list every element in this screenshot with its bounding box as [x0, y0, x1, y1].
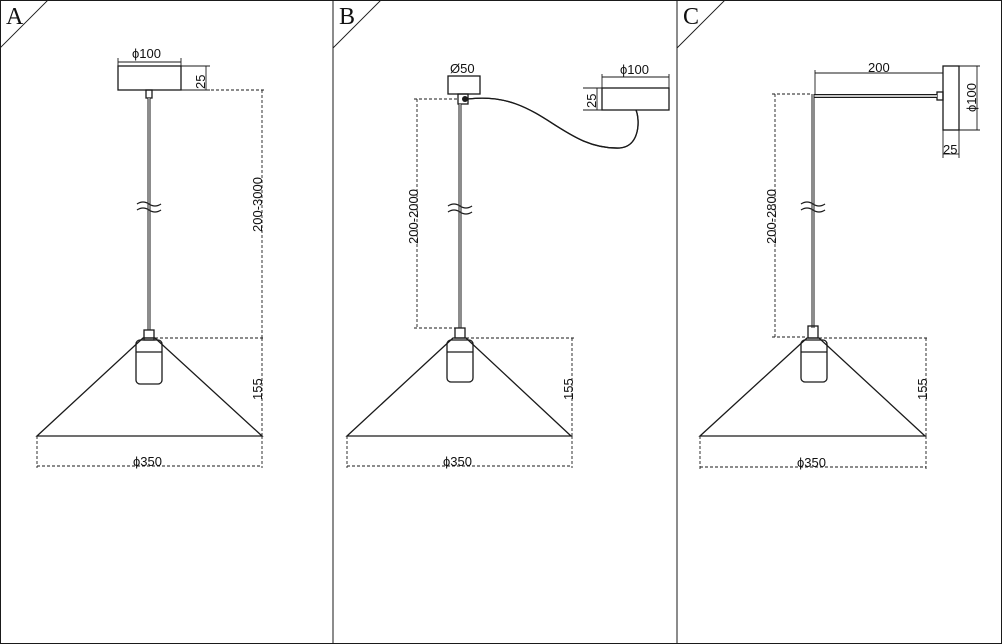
- dim-shade-dia: ϕ350: [797, 455, 826, 470]
- dim-canopy-height: 25: [584, 94, 599, 108]
- dim-cable-length: 200-3000: [250, 177, 265, 232]
- cone-shade: [35, 337, 264, 437]
- dim-canopy-dia: ϕ100: [620, 62, 649, 77]
- panel-letter-c: C: [683, 4, 699, 30]
- dim-canopy-height: 25: [193, 75, 208, 89]
- dim-arm-length: 200: [868, 60, 890, 75]
- panel-b: B Ø50 ϕ100 25 200-2000: [332, 0, 670, 469]
- dim-shade-dia: ϕ350: [443, 454, 472, 469]
- corner-tag-line: [676, 0, 726, 49]
- dim-shade-height: 155: [561, 378, 576, 400]
- dim-canopy-dia: ϕ100: [132, 46, 161, 61]
- dim-shade-height: 155: [250, 378, 265, 400]
- dim-shade-dia: ϕ350: [133, 454, 162, 469]
- dim-cable-length: 200-2000: [406, 189, 421, 244]
- side-canopy: [601, 87, 670, 111]
- break-symbol: [800, 201, 826, 213]
- corner-tag-line: [0, 0, 49, 49]
- cone-shade: [345, 337, 573, 437]
- wall-plate: [942, 65, 960, 131]
- dim-shade-height: 155: [915, 378, 930, 400]
- break-symbol: [447, 203, 473, 215]
- panel-c: C 200 ϕ100 25 200-2800 1: [676, 0, 980, 470]
- cone-shade: [698, 337, 927, 437]
- lamp-socket: [135, 339, 163, 385]
- panel-letter-b: B: [339, 4, 355, 30]
- dim-hook-dia: Ø50: [450, 61, 475, 76]
- break-symbol: [136, 201, 162, 213]
- lamp-socket: [446, 339, 474, 383]
- corner-tag-line: [332, 0, 382, 49]
- dim-cable-length: 200-2800: [764, 189, 779, 244]
- dim-plate-width: 25: [943, 142, 957, 157]
- canopy-stem: [145, 89, 153, 99]
- cable-grip: [454, 327, 466, 339]
- dim-plate-dia: ϕ100: [964, 83, 979, 112]
- panel-letter-a: A: [6, 4, 24, 30]
- ceiling-canopy: [117, 65, 182, 91]
- lamp-socket: [800, 339, 828, 383]
- panel-a: A ϕ100 25 200-3000 155 ϕ350: [0, 0, 265, 469]
- hook-cap: [447, 75, 481, 95]
